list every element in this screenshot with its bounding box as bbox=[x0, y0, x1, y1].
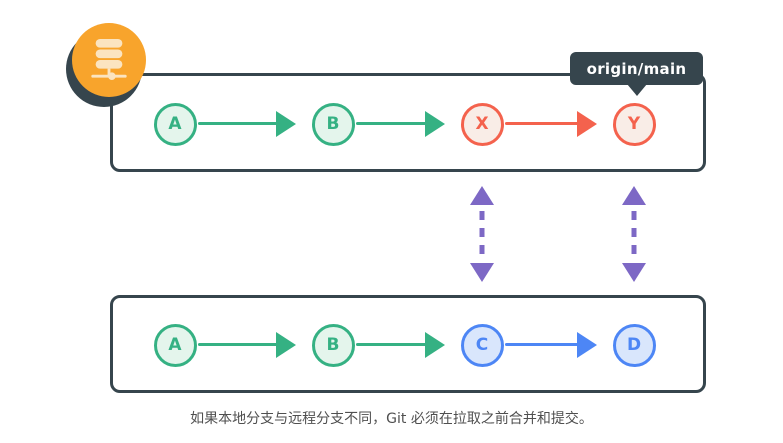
commit-node-local-B: B bbox=[311, 323, 355, 367]
sync-arrow-X-C bbox=[469, 186, 495, 282]
caption: 如果本地分支与远程分支不同，Git 必须在拉取之前合并和提交。 bbox=[190, 411, 593, 427]
origin-main-badge: origin/main bbox=[570, 52, 703, 85]
commit-node-local-A: A bbox=[153, 323, 197, 367]
commit-arrow-local-B-C bbox=[356, 332, 445, 358]
origin-main-label: origin/main bbox=[586, 59, 687, 78]
arrow-line bbox=[356, 122, 427, 125]
commit-arrow-remote-X-Y bbox=[505, 111, 597, 137]
arrow-line bbox=[198, 343, 278, 346]
double-arrow-icon bbox=[470, 186, 494, 282]
arrow-line bbox=[505, 122, 579, 125]
commit-arrow-remote-B-X bbox=[356, 111, 445, 137]
commit-arrow-remote-A-B bbox=[198, 111, 296, 137]
origin-main-pointer-icon bbox=[627, 84, 647, 96]
sync-arrow-Y-D bbox=[621, 186, 647, 282]
commit-node-remote-B: B bbox=[311, 102, 355, 146]
arrow-head-icon bbox=[425, 332, 445, 358]
commit-node-remote-Y: Y bbox=[612, 102, 656, 146]
commit-node-remote-X: X bbox=[460, 102, 504, 146]
arrow-line bbox=[198, 122, 278, 125]
commit-arrow-local-A-B bbox=[198, 332, 296, 358]
server-stack-icon bbox=[91, 39, 127, 81]
commit-node-remote-A: A bbox=[153, 102, 197, 146]
double-arrow-icon bbox=[622, 186, 646, 282]
arrow-line bbox=[505, 343, 579, 346]
commit-node-local-D: D bbox=[612, 323, 656, 367]
arrow-head-icon bbox=[577, 111, 597, 137]
commit-arrow-local-C-D bbox=[505, 332, 597, 358]
arrow-head-icon bbox=[276, 332, 296, 358]
remote-server-badge bbox=[72, 23, 146, 97]
commit-node-local-C: C bbox=[460, 323, 504, 367]
arrow-head-icon bbox=[577, 332, 597, 358]
arrow-head-icon bbox=[276, 111, 296, 137]
arrow-head-icon bbox=[425, 111, 445, 137]
arrow-line bbox=[356, 343, 427, 346]
